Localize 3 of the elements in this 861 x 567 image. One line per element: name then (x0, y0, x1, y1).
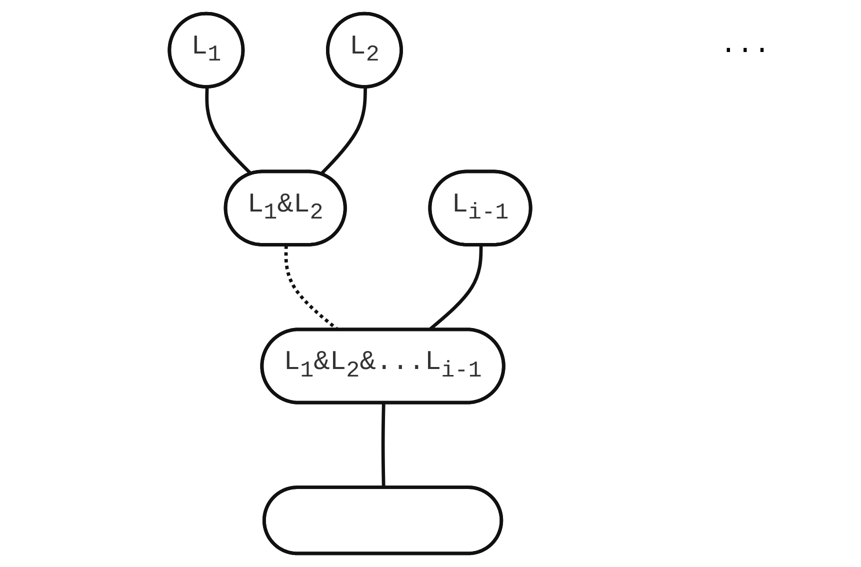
connector (381, 403, 386, 488)
connector (320, 88, 368, 176)
ellipsis-note: ... (720, 30, 770, 61)
